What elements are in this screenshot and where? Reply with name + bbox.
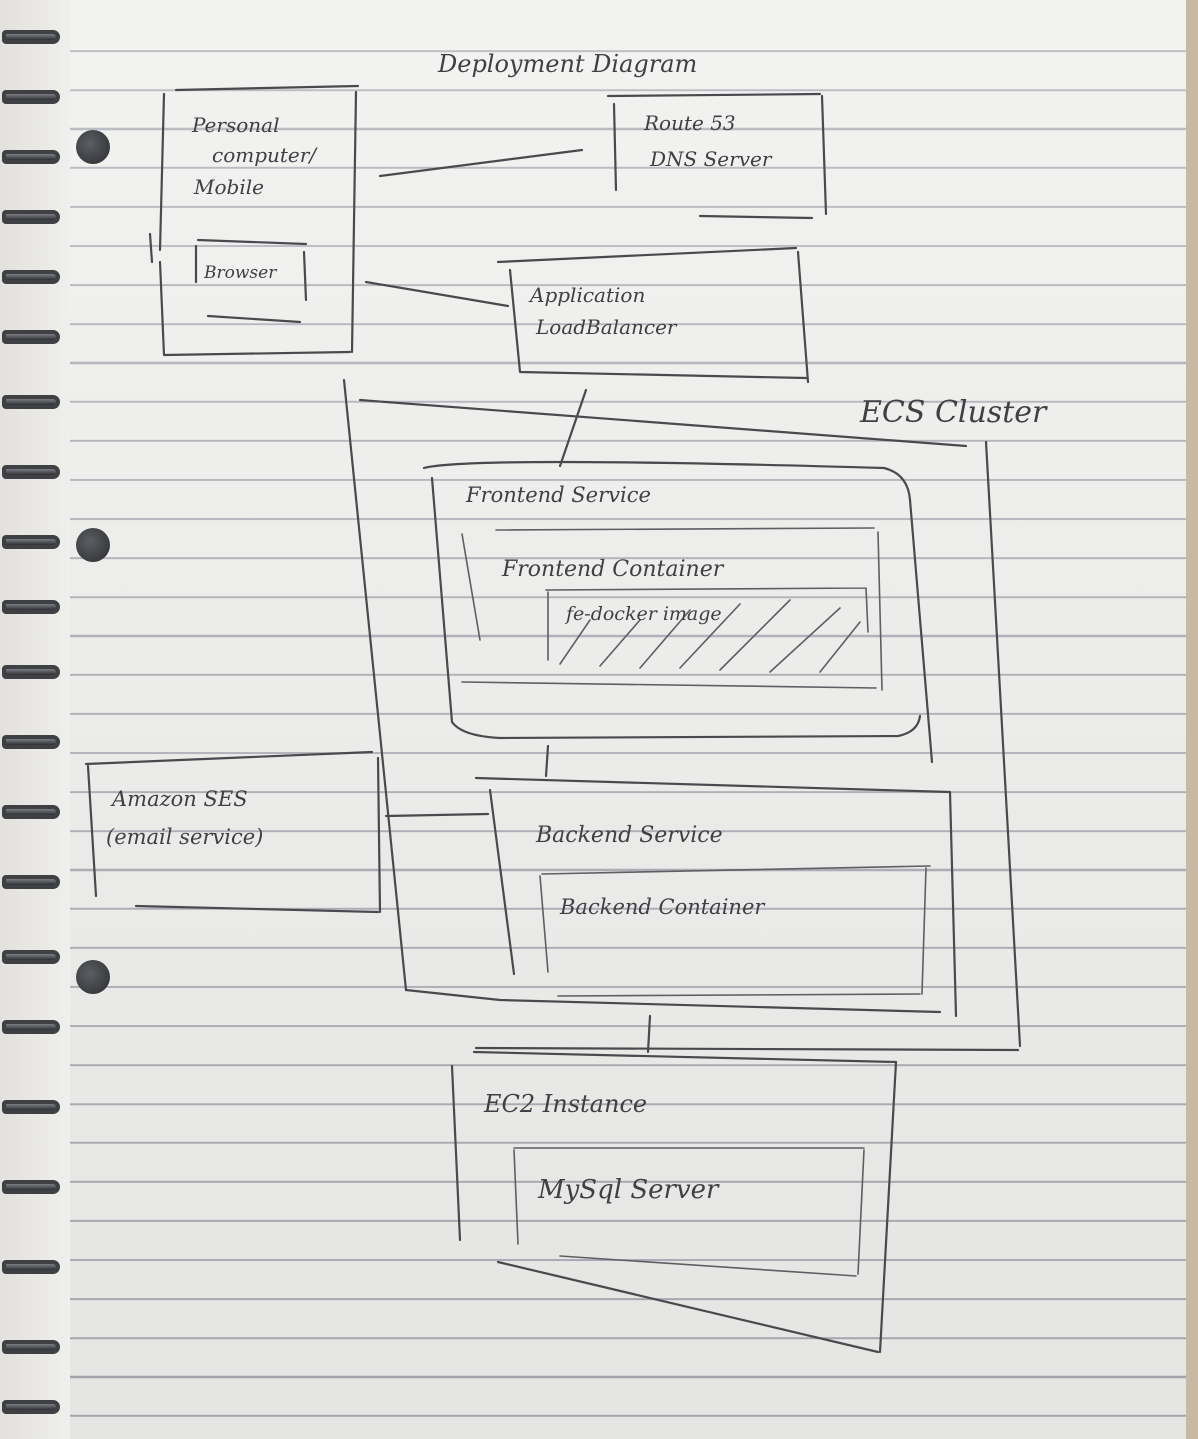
- spiral-ring: [2, 535, 60, 549]
- spiral-ring: [2, 1100, 60, 1114]
- spiral-ring: [2, 805, 60, 819]
- mysql-server-label: MySql Server: [537, 1175, 720, 1205]
- table-surface: [1186, 0, 1198, 1439]
- connection-load-balancer-to-frontend: [558, 388, 588, 468]
- frontend-container-label: Frontend Container: [501, 557, 725, 582]
- spiral-ring: [2, 1260, 60, 1274]
- spiral-ring: [2, 330, 60, 344]
- spiral-ring: [2, 1340, 60, 1354]
- frontend-container-node: Frontend Container: [461, 527, 883, 691]
- punch-hole: [76, 960, 110, 994]
- spiral-ring: [2, 210, 60, 224]
- spiral-ring: [2, 465, 60, 479]
- spiral-ring: [2, 90, 60, 104]
- mysql-server-node: MySql Server: [513, 1147, 865, 1277]
- spiral-ring: [2, 600, 60, 614]
- spiral-ring: [2, 270, 60, 284]
- connection-frontend-to-backend: [544, 744, 550, 778]
- ec2-instance-label: EC2 Instance: [483, 1090, 647, 1118]
- personal-computer-label: Personal computer/ Mobile: [191, 113, 322, 199]
- backend-service-label: Backend Service: [535, 823, 723, 848]
- connections: [364, 148, 652, 1054]
- ecs-cluster-label: ECS Cluster: [859, 395, 1048, 430]
- ec2-instance-node: EC2 Instance: [450, 1050, 898, 1354]
- connection-ses-to-backend: [384, 812, 490, 818]
- diagram-title: Deployment Diagram: [437, 50, 697, 78]
- load-balancer-node: Application LoadBalancer: [496, 246, 810, 384]
- connection-browser-to-load-balancer: [364, 280, 510, 308]
- connection-backend-to-ec2: [646, 1014, 652, 1054]
- route53-label: Route 53 DNS Server: [643, 111, 773, 171]
- spiral-ring: [2, 30, 60, 44]
- load-balancer-label: Application LoadBalancer: [528, 283, 678, 339]
- spiral-ring: [2, 665, 60, 679]
- punch-hole: [76, 528, 110, 562]
- amazon-ses-label: Amazon SES (email service): [106, 787, 263, 849]
- fe-docker-image-node: fe-docker image: [545, 587, 869, 673]
- backend-container-node: Backend Container: [539, 865, 931, 997]
- spiral-ring: [2, 1020, 60, 1034]
- backend-service-node: Backend Service: [404, 776, 958, 1018]
- route53-node: Route 53 DNS Server: [606, 92, 828, 220]
- spiral-ring: [2, 735, 60, 749]
- punch-hole: [76, 130, 110, 164]
- backend-container-label: Backend Container: [559, 895, 766, 919]
- spiral-ring: [2, 875, 60, 889]
- connection-computer-to-route53: [378, 148, 584, 178]
- spiral-ring: [2, 150, 60, 164]
- fe-docker-image-label: fe-docker image: [564, 603, 722, 625]
- spiral-ring: [2, 1180, 60, 1194]
- ecs-cluster-node: ECS Cluster: [342, 378, 1048, 1052]
- frontend-service-node: Frontend Service: [422, 460, 934, 764]
- page-margin: [0, 0, 70, 1439]
- spiral-ring: [2, 395, 60, 409]
- frontend-service-label: Frontend Service: [465, 483, 651, 507]
- personal-computer-node: Personal computer/ Mobile: [148, 84, 360, 357]
- spiral-ring: [2, 950, 60, 964]
- amazon-ses-node: Amazon SES (email service): [84, 750, 382, 914]
- spiral-ring: [2, 1400, 60, 1414]
- browser-node: Browser: [194, 238, 308, 324]
- browser-label: Browser: [203, 263, 277, 283]
